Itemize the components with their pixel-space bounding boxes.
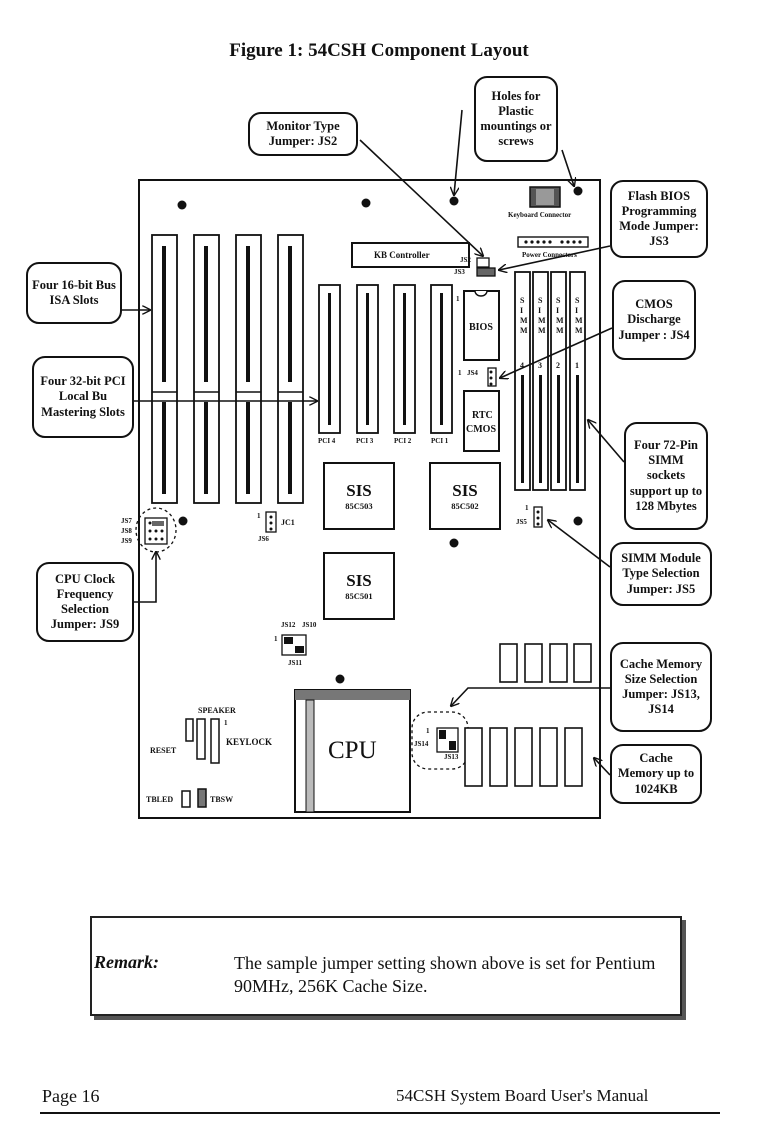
sis-85c501-chip: SIS 85C501 (323, 552, 395, 620)
simm-number-4: 4 (520, 361, 524, 370)
js6-pin1-label: 1 (257, 512, 261, 520)
remark-text: The sample jumper setting shown above is… (234, 953, 656, 997)
callout-monitor-type: Monitor Type Jumper: JS2 (248, 112, 358, 156)
callout-cmos-discharge: CMOS Discharge Jumper : JS4 (612, 280, 696, 360)
callout-cache-memory: Cache Memory up to 1024KB (610, 744, 702, 804)
tbled-label: TBLED (146, 795, 174, 804)
rtc-cmos-chip (463, 390, 500, 452)
js8-label: JS8 (121, 527, 132, 535)
js14-pin1-label: 1 (426, 727, 430, 735)
footer-rule (40, 1112, 720, 1114)
keylock-label: KEYLOCK (226, 737, 273, 747)
js9-label: JS9 (121, 537, 132, 545)
sis-85c502-model: 85C502 (451, 501, 479, 511)
cache-chips (464, 643, 592, 787)
js13-label: JS13 (444, 753, 459, 761)
front-panel-headers (181, 718, 220, 808)
sis-85c501-model: 85C501 (345, 591, 373, 601)
callout-mounting-holes: Holes for Plastic mountings or screws (474, 76, 558, 162)
pci-label-2: PCI 2 (394, 437, 412, 445)
callout-cache-size: Cache Memory Size Selection Jumper: JS13… (610, 642, 712, 732)
js7-label: JS7 (121, 517, 132, 525)
callout-pci-slots: Four 32-bit PCI Local Bu Mastering Slots (32, 356, 134, 438)
js11-pin1-label: 1 (274, 635, 278, 643)
manual-title: 54CSH System Board User's Manual (396, 1086, 649, 1105)
simm-text-2: S I M M (556, 296, 564, 335)
power-connector-body (517, 236, 589, 248)
speaker-label: SPEAKER (198, 706, 236, 715)
callout-arrows (122, 109, 625, 776)
sis-85c502-chip: SIS 85C502 (429, 462, 501, 530)
kb-controller-chip (351, 242, 470, 268)
simm-text-3: S I M M (538, 296, 546, 335)
js4-pin1-label: 1 (458, 369, 462, 377)
callout-simm-type: SIMM Module Type Selection Jumper: JS5 (610, 542, 712, 606)
js4-label: JS4 (467, 369, 478, 377)
js5-pin1-label: 1 (525, 504, 529, 512)
callout-flash-bios: Flash BIOS Programming Mode Jumper: JS3 (610, 180, 708, 258)
pci-label-3: PCI 3 (356, 437, 374, 445)
sis-85c501-title: SIS (346, 571, 372, 590)
bios-chip (463, 290, 500, 361)
remark-label: Remark: (94, 952, 159, 972)
jc1-label: JC1 (281, 518, 295, 527)
pci-label-4: PCI 4 (318, 437, 336, 445)
sis-85c503-model: 85C503 (345, 501, 373, 511)
js10-label: JS10 (302, 621, 317, 629)
sis-85c503-chip: SIS 85C503 (323, 462, 395, 530)
js3-label: JS3 (454, 268, 465, 276)
callout-cpu-clock: CPU Clock Frequency Selection Jumper: JS… (36, 562, 134, 642)
callout-isa-slots: Four 16-bit Bus ISA Slots (26, 262, 122, 324)
rtc-label: RTC (472, 410, 493, 421)
cmos-label: CMOS (466, 424, 496, 435)
kb-controller-label: KB Controller (374, 250, 430, 260)
simm-text-4: S I M M (520, 296, 528, 335)
power-connectors-label: Power Connectors (522, 251, 577, 259)
js12-label: JS12 (281, 621, 296, 629)
simm-number-2: 2 (556, 361, 560, 370)
page-number: Page 16 (42, 1086, 100, 1106)
js14-label: JS14 (414, 740, 429, 748)
cpu-label: CPU (328, 737, 377, 764)
js2-label: JS2 (460, 256, 471, 264)
keylock-pin1-label: 1 (224, 719, 228, 727)
figure-title: Figure 1: 54CSH Component Layout (229, 40, 529, 61)
pci-label-1: PCI 1 (431, 437, 449, 445)
callout-simm-sockets: Four 72-Pin SIMM sockets support up to 1… (624, 422, 708, 530)
simm-sockets (514, 271, 586, 491)
simm-number-1: 1 (575, 361, 579, 370)
remark-box: Remark: The sample jumper setting shown … (90, 916, 682, 1016)
sis-85c502-title: SIS (452, 481, 478, 500)
reset-label: RESET (150, 746, 177, 755)
js5-label: JS5 (516, 518, 527, 526)
simm-number-3: 3 (538, 361, 542, 370)
bios-label: BIOS (469, 322, 493, 333)
simm-text-1: S I M M (575, 296, 583, 335)
js6-label: JS6 (258, 535, 269, 543)
tbsw-label: TBSW (210, 795, 234, 804)
js11-label: JS11 (288, 659, 303, 667)
keyboard-connector-label: Keyboard Connector (508, 211, 572, 219)
bios-pin1-label: 1 (456, 295, 460, 303)
sis-85c503-title: SIS (346, 481, 372, 500)
